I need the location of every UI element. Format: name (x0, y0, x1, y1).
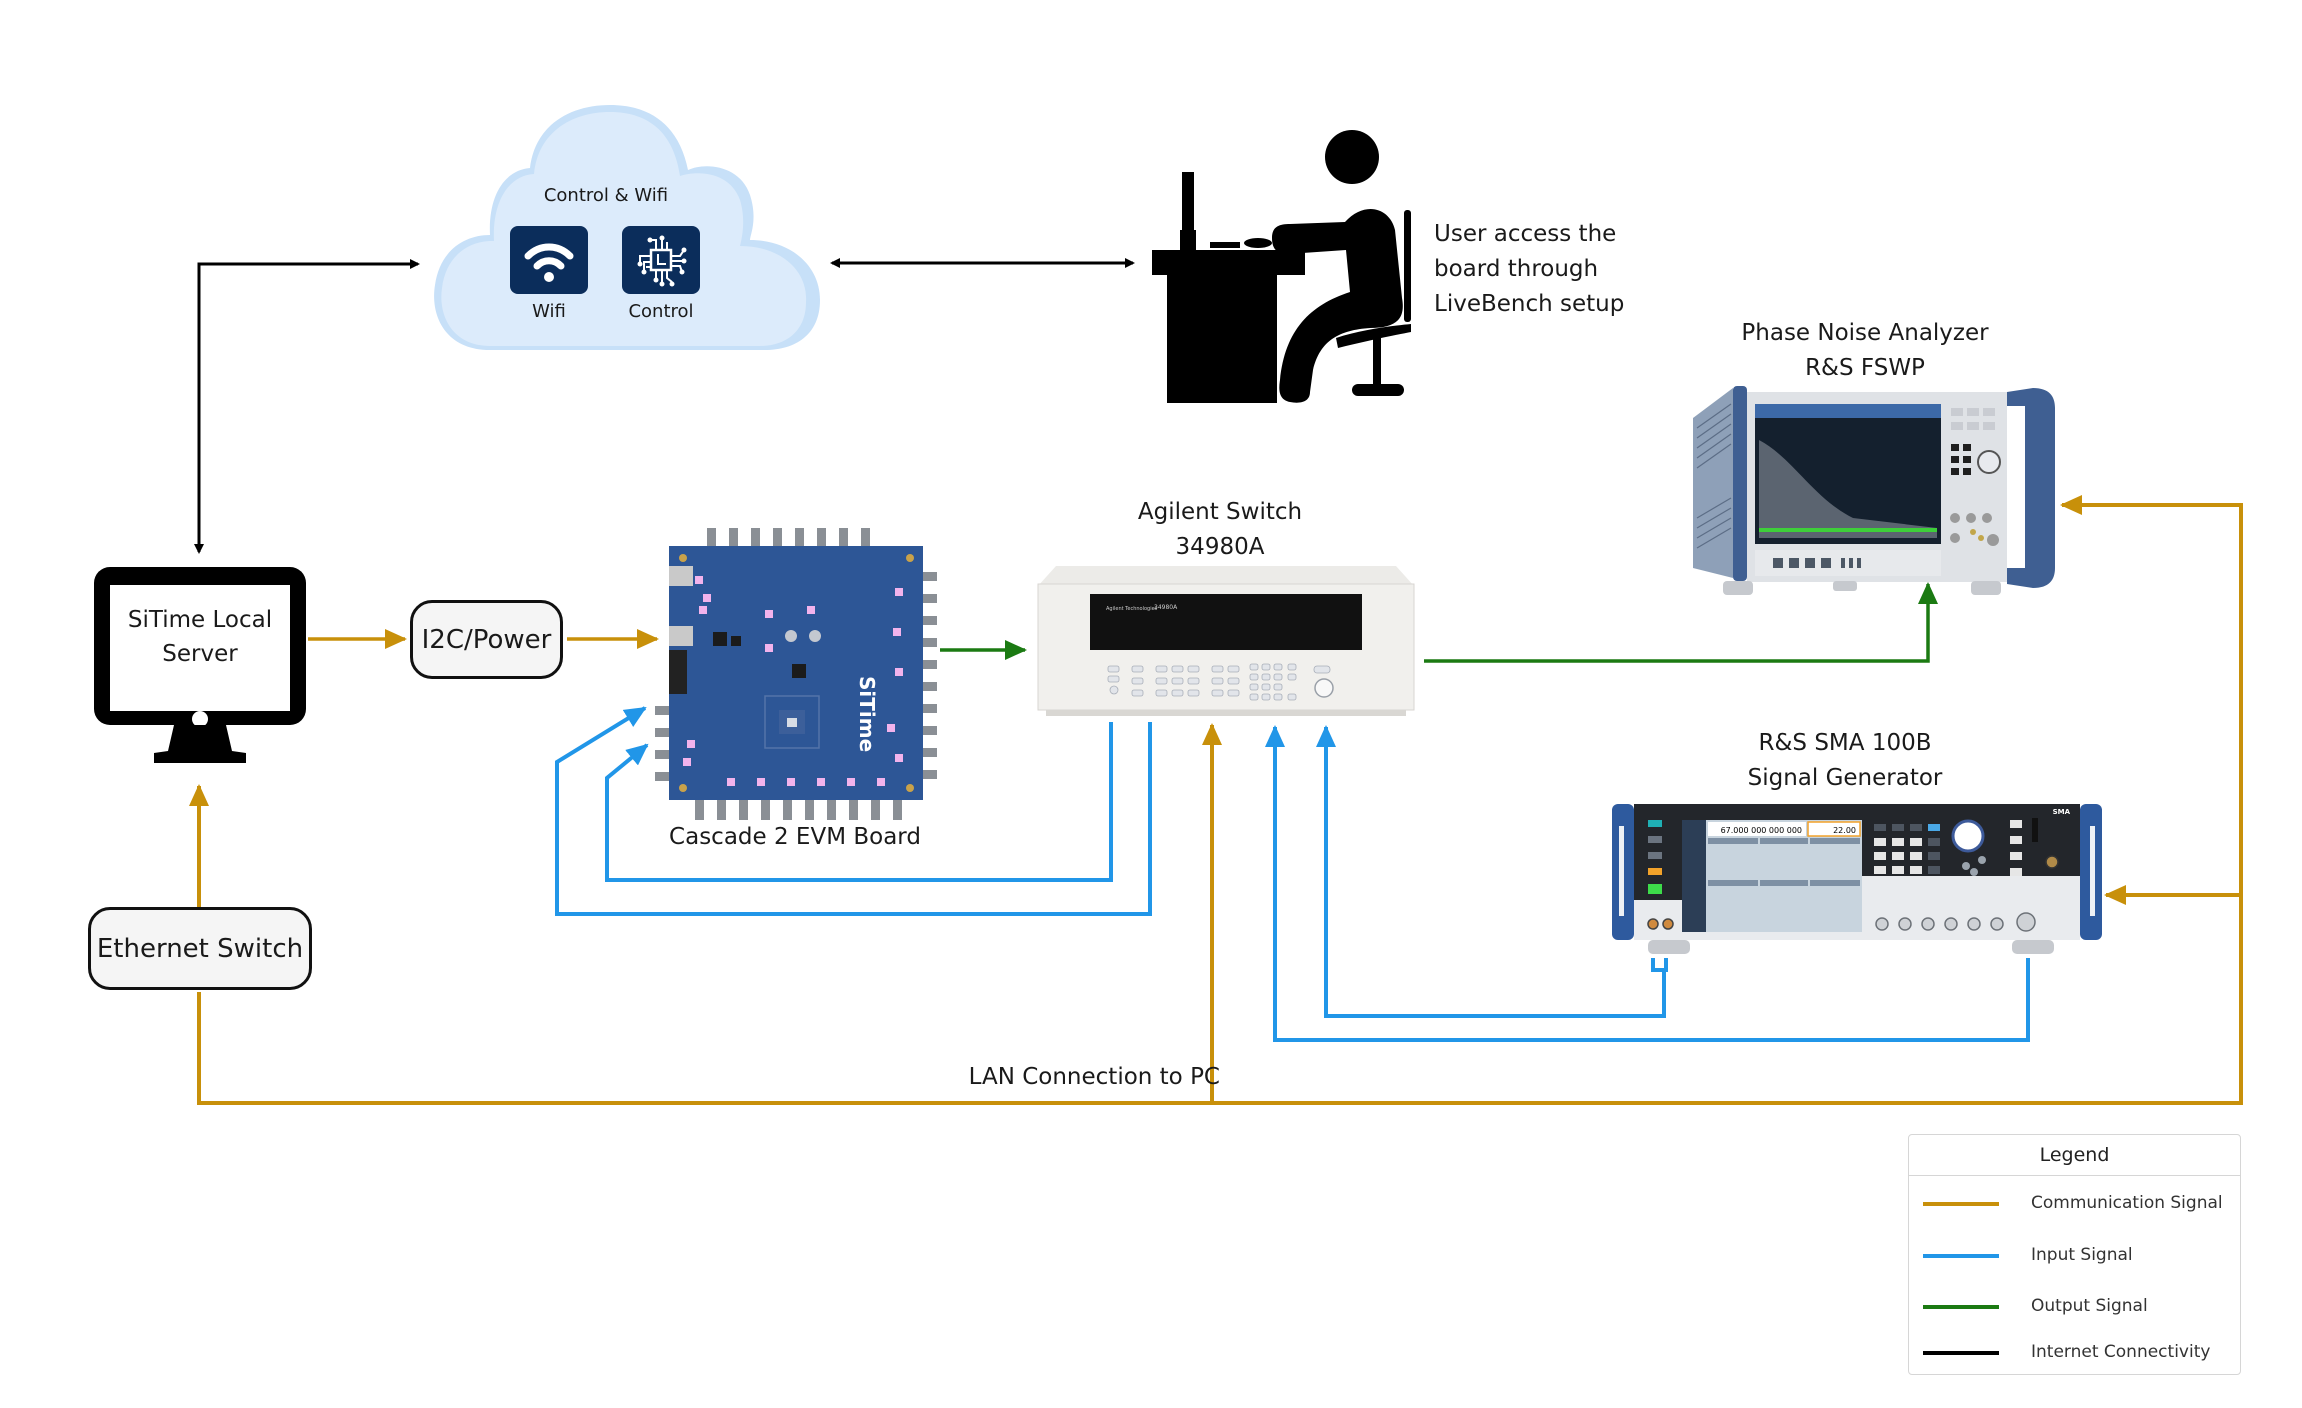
siggen-label-line-1: R&S SMA 100B (1758, 730, 1932, 756)
cascade-2-evm-board: SiTime (655, 528, 937, 820)
person-at-desk-icon (1152, 130, 1411, 403)
siggen-label-line-2: Signal Generator (1747, 765, 1943, 791)
i2c-power-box: I2C/Power (410, 600, 563, 679)
wifi-tile (510, 226, 588, 294)
user-caption: User access the board through LiveBench … (1434, 217, 1624, 322)
input-wire-switch-board-2 (555, 706, 1152, 916)
pna-label-line-2: R&S FSWP (1805, 355, 1925, 381)
input-wire-switch-board-1 (605, 722, 1113, 882)
cloud-title: Control & Wifi (543, 185, 669, 206)
server-label-line-1: SiTime Local (127, 607, 273, 633)
legend-label-internet: Internet Connectivity (2031, 1342, 2211, 1362)
sma-connectors-bottom (695, 798, 902, 820)
signal-generator-label: R&S SMA 100B Signal Generator (1700, 726, 1990, 796)
user-caption-line-1: User access the (1434, 221, 1617, 247)
input-wire-siggen-rf-switch (1265, 725, 2030, 1042)
legend-swatch-input (1923, 1254, 1999, 1258)
legend-item-output: Output Signal (1909, 1292, 2240, 1322)
legend-swatch-output (1923, 1305, 1999, 1309)
sitime-local-server: SiTime Local Server (94, 567, 306, 764)
agilent-label-line-2: 34980A (1175, 534, 1265, 560)
evm-board-label: Cascade 2 EVM Board (669, 824, 921, 850)
rotary-knob-icon (1314, 678, 1334, 698)
control-tile (622, 226, 700, 294)
siggen-frequency-readout: 67.000 000 000 000 (1721, 826, 1802, 835)
user-caption-line-3: LiveBench setup (1434, 291, 1625, 317)
internet-wire-server-cloud (194, 259, 420, 554)
legend-swatch-internet (1923, 1351, 1999, 1355)
server-label-line-2: Server (162, 641, 238, 667)
legend-swatch-communication (1923, 1202, 1999, 1206)
phase-noise-analyzer-label: Phase Noise Analyzer R&S FSWP (1700, 316, 2030, 386)
legend-label-communication: Communication Signal (2031, 1193, 2223, 1213)
ethernet-switch-box: Ethernet Switch (88, 907, 312, 990)
pna-label-line-1: Phase Noise Analyzer (1741, 320, 1989, 346)
lan-connection-label: LAN Connection to PC (968, 1064, 1220, 1090)
spectrum-analyzer-icon (1693, 386, 2055, 595)
comm-wire-lan-bus (197, 495, 2243, 1105)
agilent-label-line-1: Agilent Switch (1137, 499, 1303, 525)
agilent-switch-34980a: Agilent Technologies 34980A (1036, 562, 1416, 722)
control-label: Control (628, 301, 694, 322)
phase-noise-analyzer-fswp (1693, 378, 2059, 604)
legend: Legend Communication Signal Input Signal… (1908, 1134, 2241, 1375)
legend-item-internet: Internet Connectivity (1909, 1338, 2240, 1368)
legend-label-output: Output Signal (2031, 1296, 2148, 1316)
svg-text:34980A: 34980A (1154, 604, 1178, 611)
agilent-switch-label: Agilent Switch 34980A (1080, 495, 1360, 565)
signal-generator-icon: SMA 67.000 000 000 000 22.00 (1612, 804, 2102, 954)
board-brand-text: SiTime (855, 676, 879, 752)
legend-title: Legend (1909, 1135, 2240, 1176)
server-label: SiTime Local Server (110, 603, 290, 671)
rotary-knob-icon (1951, 819, 1985, 853)
cloud-control-wifi: Control & Wifi Wifi Control (430, 100, 822, 354)
legend-item-input: Input Signal (1909, 1241, 2240, 1271)
pcb-board-icon: SiTime (655, 528, 937, 820)
svg-text:Agilent Technologies: Agilent Technologies (1106, 606, 1158, 612)
sma-connectors-left (655, 706, 673, 781)
output-wire-switch-analyzer (1424, 582, 1938, 663)
siggen-model-badge: SMA (2053, 808, 2071, 816)
legend-item-communication: Communication Signal (1909, 1189, 2240, 1219)
signal-generator-sma100b: SMA 67.000 000 000 000 22.00 (1612, 800, 2102, 982)
legend-label-input: Input Signal (2031, 1245, 2133, 1265)
monitor-icon (94, 567, 306, 763)
siggen-level-readout: 22.00 (1833, 826, 1856, 835)
wifi-icon (524, 243, 574, 282)
switch-unit-icon: Agilent Technologies 34980A (1037, 566, 1415, 716)
circuit-chip-icon (637, 235, 687, 287)
input-wire-siggen-clk-switch (1326, 727, 1668, 1018)
sma-connectors-top (707, 528, 870, 550)
user-workstation (1140, 130, 1440, 405)
wifi-label: Wifi (532, 301, 566, 322)
user-caption-line-2: board through (1434, 256, 1599, 282)
sma-connectors-right (917, 572, 937, 779)
